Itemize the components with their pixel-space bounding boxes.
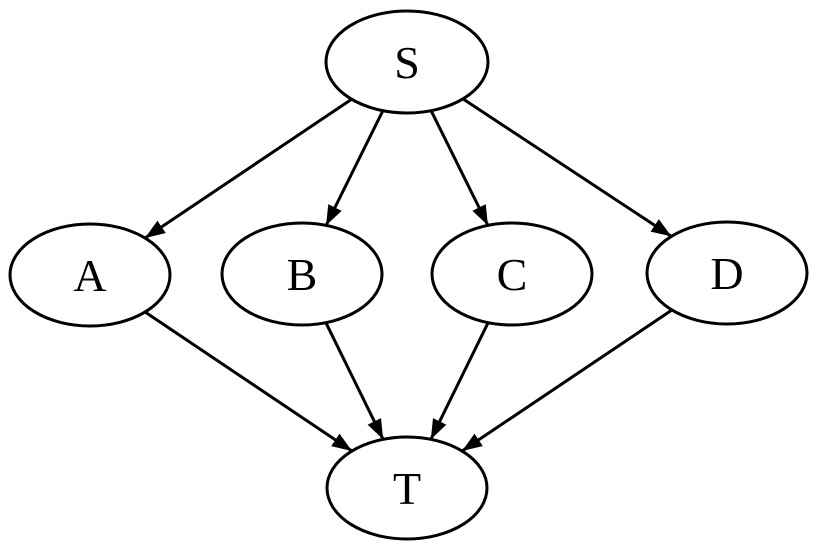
node-label-B: B — [287, 249, 318, 300]
edge-D-T — [461, 308, 673, 453]
graph-node-D: D — [645, 220, 809, 326]
node-ellipse-S — [324, 9, 490, 115]
graph-node-S: S — [324, 9, 490, 115]
edge-A-T — [144, 310, 353, 453]
node-ellipse-A — [8, 222, 172, 328]
node-ellipse-C — [430, 221, 594, 327]
edge-S-C — [429, 110, 490, 227]
node-label-D: D — [710, 248, 743, 299]
edge-B-T — [324, 322, 385, 440]
graph-node-A: A — [8, 222, 172, 328]
node-label-S: S — [394, 37, 420, 88]
node-label-A: A — [73, 250, 106, 301]
graph-node-C: C — [430, 221, 594, 327]
edge-S-A — [144, 97, 353, 240]
node-label-C: C — [497, 249, 528, 300]
node-ellipse-D — [645, 220, 809, 326]
node-ellipse-B — [220, 221, 384, 327]
node-label-T: T — [393, 463, 421, 514]
node-ellipse-T — [325, 435, 489, 541]
edge-C-T — [429, 322, 490, 440]
graph-node-T: T — [325, 435, 489, 541]
edge-S-D — [462, 97, 673, 238]
graph-node-B: B — [220, 221, 384, 327]
edge-S-B — [324, 110, 385, 227]
